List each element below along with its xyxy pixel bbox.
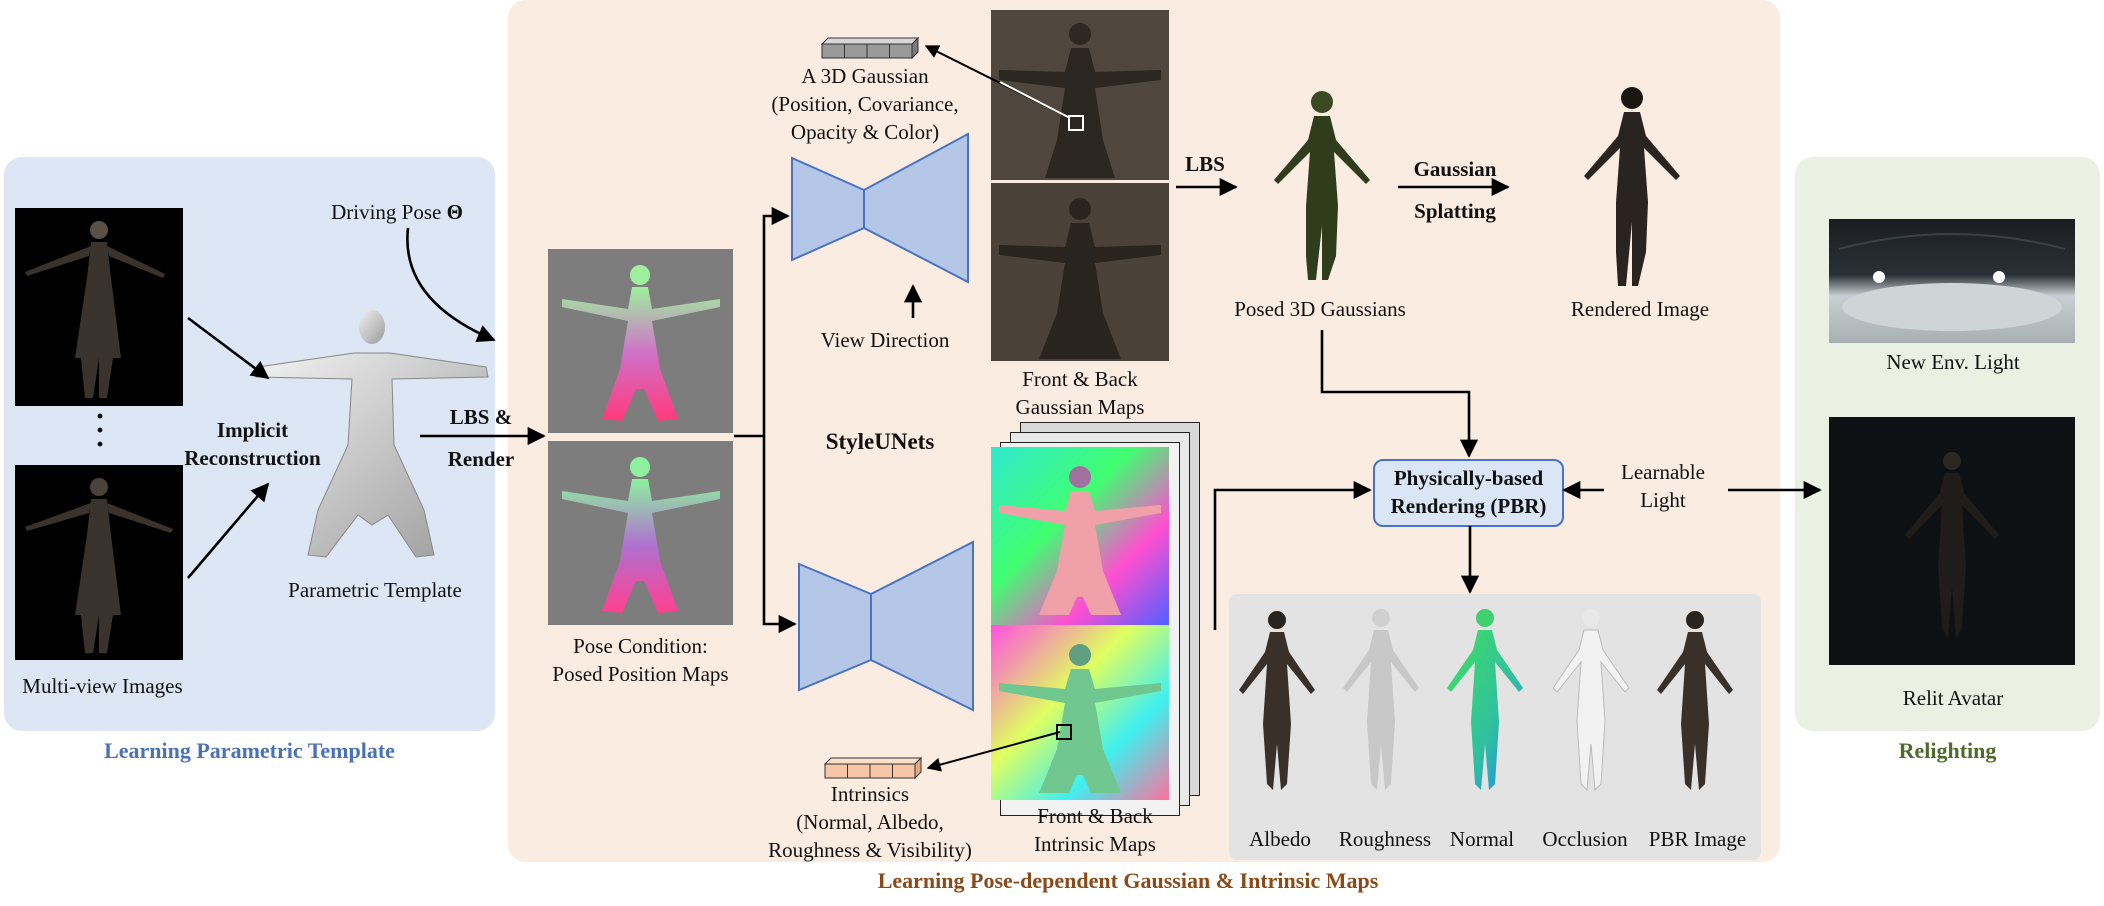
styleunets-label: StyleUNets [825, 429, 935, 454]
pbr-image-figure [1657, 611, 1733, 790]
new-env-light-label: New Env. Light [1886, 350, 2020, 374]
intrinsic-map-back [991, 625, 1169, 800]
occlusion-figure [1552, 609, 1630, 792]
parametric-template-label: Parametric Template [288, 578, 462, 602]
output-figures [1239, 609, 1733, 792]
intrinsic-map-front [991, 447, 1169, 625]
posed-position-map-back [548, 441, 733, 625]
pbr-label: Physically-based Rendering (PBR) [1390, 466, 1547, 518]
intrinsics-label: Intrinsics (Normal, Albedo, Roughness & … [768, 782, 972, 862]
multiview-image-front [15, 208, 183, 406]
view-direction-label: View Direction [820, 328, 950, 352]
multiview-images-label: Multi-view Images [22, 674, 183, 698]
lbs-render-label: LBS & Render [447, 405, 515, 471]
posed-position-map-front [548, 249, 733, 433]
gaussian-maps-label: Front & Back Gaussian Maps [1015, 367, 1145, 419]
output-label-albedo: Albedo [1249, 827, 1311, 851]
driving-pose-label: Driving Pose Θ [331, 200, 463, 224]
middle-panel-title: Learning Pose-dependent Gaussian & Intri… [877, 868, 1379, 893]
styleunet-intrinsic [798, 540, 974, 712]
rendered-image-figure [1584, 87, 1680, 286]
intrinsics-vector-icon [823, 756, 923, 780]
output-label-pbr-image: PBR Image [1648, 827, 1747, 851]
posed-gaussians-figure [1274, 91, 1370, 280]
new-env-light-image [1829, 219, 2075, 343]
output-label-occlusion: Occlusion [1542, 827, 1628, 851]
gaussian-splatting-label: Gaussian Splatting [1413, 157, 1497, 223]
rendered-image-label: Rendered Image [1570, 297, 1710, 321]
gaussian-label: A 3D Gaussian (Position, Covariance, Opa… [771, 64, 959, 144]
implicit-reconstruction-label: Implicit Reconstruction [184, 418, 321, 470]
pose-condition-label: Pose Condition: Posed Position Maps [552, 634, 729, 686]
relit-avatar-label: Relit Avatar [1902, 686, 2004, 710]
roughness-figure [1343, 609, 1419, 790]
multiview-image-back [15, 465, 183, 660]
ellipsis: ··· [94, 400, 105, 461]
output-label-normal: Normal [1449, 827, 1515, 851]
styleunet-gaussian [791, 132, 969, 284]
relit-avatar-image [1829, 417, 2075, 665]
learnable-light-label: Learnable Light [1621, 460, 1705, 512]
normal-figure [1447, 609, 1523, 790]
gaussian-map-front [991, 10, 1169, 180]
gaussian-vector-icon [820, 36, 920, 60]
left-panel-title: Learning Parametric Template [104, 738, 395, 763]
intrinsic-maps-label: Front & Back Intrinsic Maps [1034, 804, 1156, 856]
gaussian-map-back [991, 183, 1169, 361]
lbs-label: LBS [1185, 152, 1225, 176]
parametric-template-mesh [255, 310, 489, 558]
albedo-figure [1239, 611, 1315, 790]
right-panel-title: Relighting [1898, 738, 1997, 763]
posed-gaussians-label: Posed 3D Gaussians [1234, 297, 1406, 321]
output-label-roughness: Roughness [1338, 827, 1432, 851]
